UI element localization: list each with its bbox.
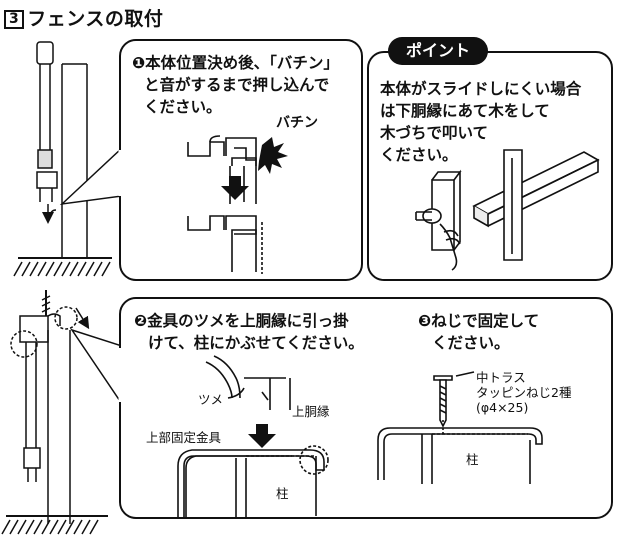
upper-rail-label: 上胴縁 xyxy=(292,404,330,419)
step3-post-label: 柱 xyxy=(466,452,479,467)
point-badge: ポイント xyxy=(388,37,488,65)
step1-instruction-line-3: ください。 xyxy=(144,98,222,116)
screw-label-line-3: (φ4×25) xyxy=(476,400,529,415)
step3-diagram xyxy=(377,371,543,484)
step2-diagram xyxy=(177,355,329,518)
step2-instruction-line-2: けて、柱にかぶせてください。 xyxy=(148,334,364,352)
callout-pointer xyxy=(59,146,123,206)
screw-label-line-1: 中トラス xyxy=(476,370,526,385)
point-text-line-3: 木づちで叩いて xyxy=(380,124,489,142)
point-illustration xyxy=(415,149,600,271)
step2-post-label: 柱 xyxy=(276,486,289,501)
fence-post-side-view-bottom xyxy=(1,290,108,535)
point-text-line-2: は下胴縁にあて木をして xyxy=(380,102,550,120)
fence-post-side-view-top xyxy=(13,41,112,277)
point-text-line-4: ください。 xyxy=(380,146,458,164)
bracket-label: 上部固定金具 xyxy=(146,430,222,445)
step1-diagram-after xyxy=(187,215,263,274)
claw-label: ツメ xyxy=(198,392,224,407)
step-number-badge: 3 xyxy=(4,10,25,29)
section-title-text: フェンスの取付 xyxy=(27,8,164,30)
screw-label-line-2: タッピンねじ2種 xyxy=(476,385,572,400)
point-text-line-1: 本体がスライドしにくい場合 xyxy=(380,80,582,98)
step2-down-arrow xyxy=(248,424,276,448)
step1-instruction-line-1: ❶本体位置決め後、「バチン」 xyxy=(132,54,339,72)
step3-instruction-line-2: ください。 xyxy=(432,334,510,352)
step2-instruction-line-1: ❷金具のツメを上胴縁に引っ掛 xyxy=(134,312,349,330)
step3-instruction-line-1: ❸ねじで固定して xyxy=(418,312,540,330)
step1-down-arrow xyxy=(221,176,249,200)
callout-pointer-bottom xyxy=(70,328,123,407)
sound-label: バチン xyxy=(276,115,318,131)
steps-2-3-panel xyxy=(119,297,613,519)
step1-instruction-line-2: と音がするまで押し込んで xyxy=(144,76,330,94)
